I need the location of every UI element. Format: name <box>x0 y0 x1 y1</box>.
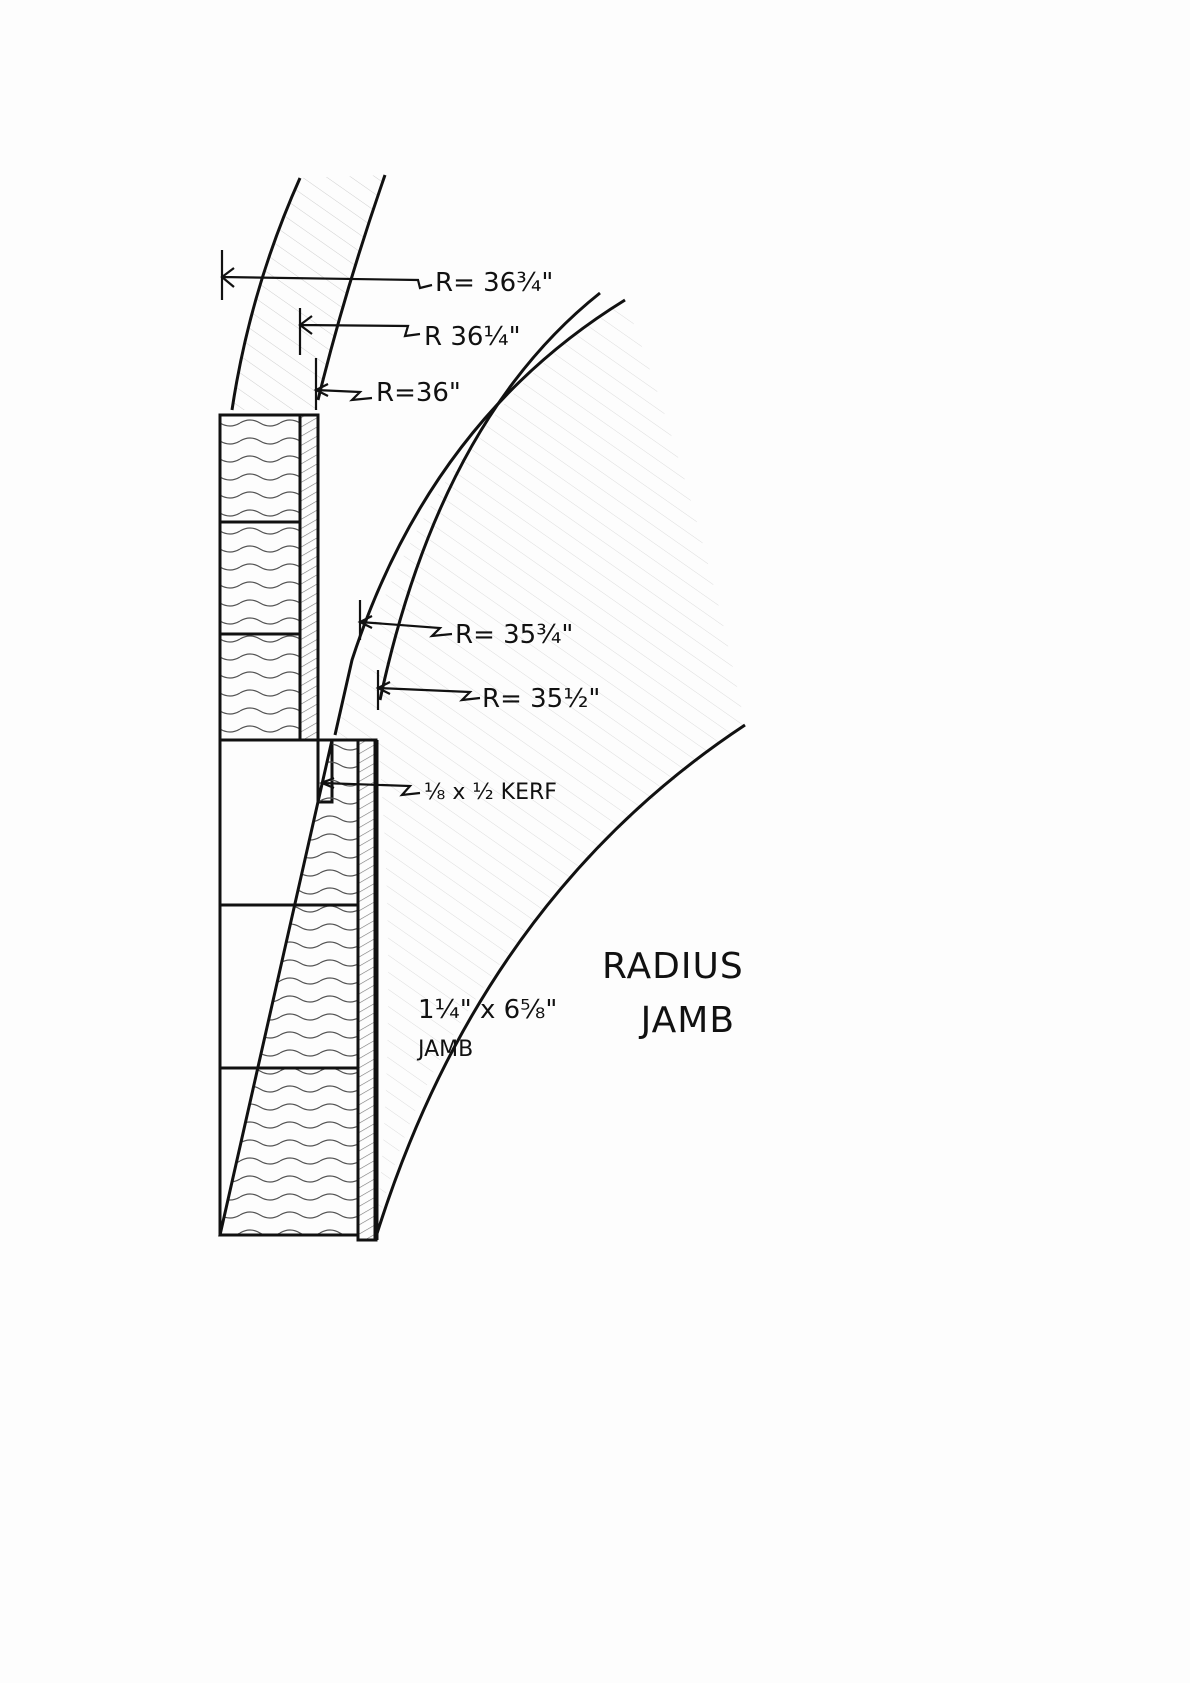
jamb-size-line2: JAMB <box>418 1037 474 1062</box>
arch-shading <box>232 175 385 410</box>
title-line1: RADIUS <box>602 946 744 987</box>
dimension-leaders <box>220 250 481 797</box>
arc-large <box>373 723 746 1241</box>
arc-36-3-4 <box>230 177 302 411</box>
dimension-r-36-1-4: R 36¼" <box>424 322 521 352</box>
jamb-size-line1: 1¼" x 6⅝" <box>418 995 558 1025</box>
dimension-r-35-1-2: R= 35½" <box>482 684 601 714</box>
jamb-size-label: 1¼" x 6⅝" JAMB <box>418 990 557 1070</box>
upper-block-stack <box>218 413 320 742</box>
dimension-r-35-3-4: R= 35¾" <box>455 620 574 650</box>
arc-35-3-4 <box>333 298 626 736</box>
arc-35-1-2 <box>378 291 601 701</box>
dimension-kerf: ⅛ x ½ KERF <box>424 780 557 805</box>
lower-block-stack <box>218 738 379 1242</box>
dimension-r-36-3-4: R= 36¾" <box>435 268 554 298</box>
title-line2: JAMB <box>640 1000 736 1041</box>
arc-36-1-4 <box>316 174 387 401</box>
drawing-title: RADIUS JAMB <box>602 940 744 1048</box>
dimension-r-36: R=36" <box>376 378 461 408</box>
arch-shading-lower <box>335 300 745 1240</box>
arch-curves <box>230 174 746 1241</box>
